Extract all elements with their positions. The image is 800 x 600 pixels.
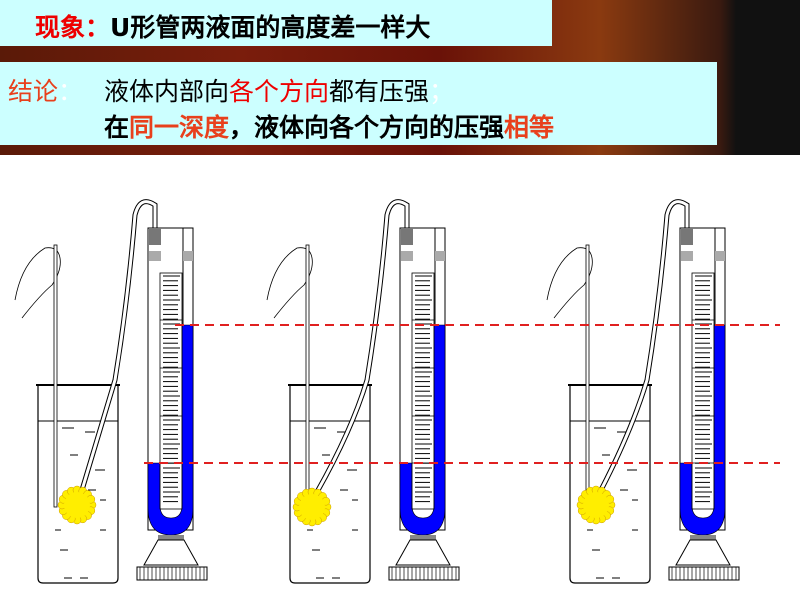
hand-icon bbox=[266, 247, 313, 319]
conclusion-box: 结论： 液体内部向各个方向都有压强； 在同一深度，液体向各个方向的压强相等 bbox=[0, 62, 717, 145]
probe-rod bbox=[585, 244, 590, 508]
beaker bbox=[37, 385, 119, 584]
rubber-tube bbox=[314, 199, 410, 494]
scale bbox=[159, 272, 183, 510]
tube-connector bbox=[681, 228, 693, 245]
hand-icon bbox=[546, 247, 593, 319]
probe-rod bbox=[53, 244, 58, 508]
pressure-probe bbox=[57, 485, 97, 525]
conclusion-label: 结论 bbox=[8, 77, 59, 106]
phenomenon-text: U形管两液面的高度差一样大 bbox=[110, 13, 431, 42]
tube-connector bbox=[149, 228, 161, 245]
beaker bbox=[569, 385, 651, 584]
stand-neck bbox=[410, 535, 436, 540]
stand bbox=[395, 539, 451, 566]
apparatus-1 bbox=[14, 199, 208, 584]
phenomenon-label: 现象： bbox=[35, 13, 111, 42]
conclusion-line-1: 液体内部向各个方向都有压强； bbox=[104, 77, 455, 106]
apparatus-3 bbox=[546, 199, 740, 584]
pressure-probe bbox=[576, 485, 616, 525]
hand-icon bbox=[14, 247, 61, 319]
scale bbox=[411, 272, 435, 510]
conclusion-line-2: 在同一深度，液体向各个方向的压强相等 bbox=[104, 113, 555, 142]
apparatus-2 bbox=[266, 199, 460, 584]
pressure-probe bbox=[292, 487, 332, 527]
stand-neck bbox=[158, 535, 184, 540]
tube-connector bbox=[401, 228, 413, 245]
scale bbox=[691, 272, 715, 510]
pressure-experiment-diagram bbox=[14, 199, 780, 584]
beaker bbox=[289, 385, 371, 584]
stand bbox=[675, 539, 731, 566]
probe-rod bbox=[305, 244, 310, 508]
rubber-tube bbox=[598, 199, 690, 492]
stand bbox=[143, 539, 199, 566]
stand-neck bbox=[690, 535, 716, 540]
phenomenon-box: 现象：U形管两液面的高度差一样大 bbox=[0, 0, 552, 46]
